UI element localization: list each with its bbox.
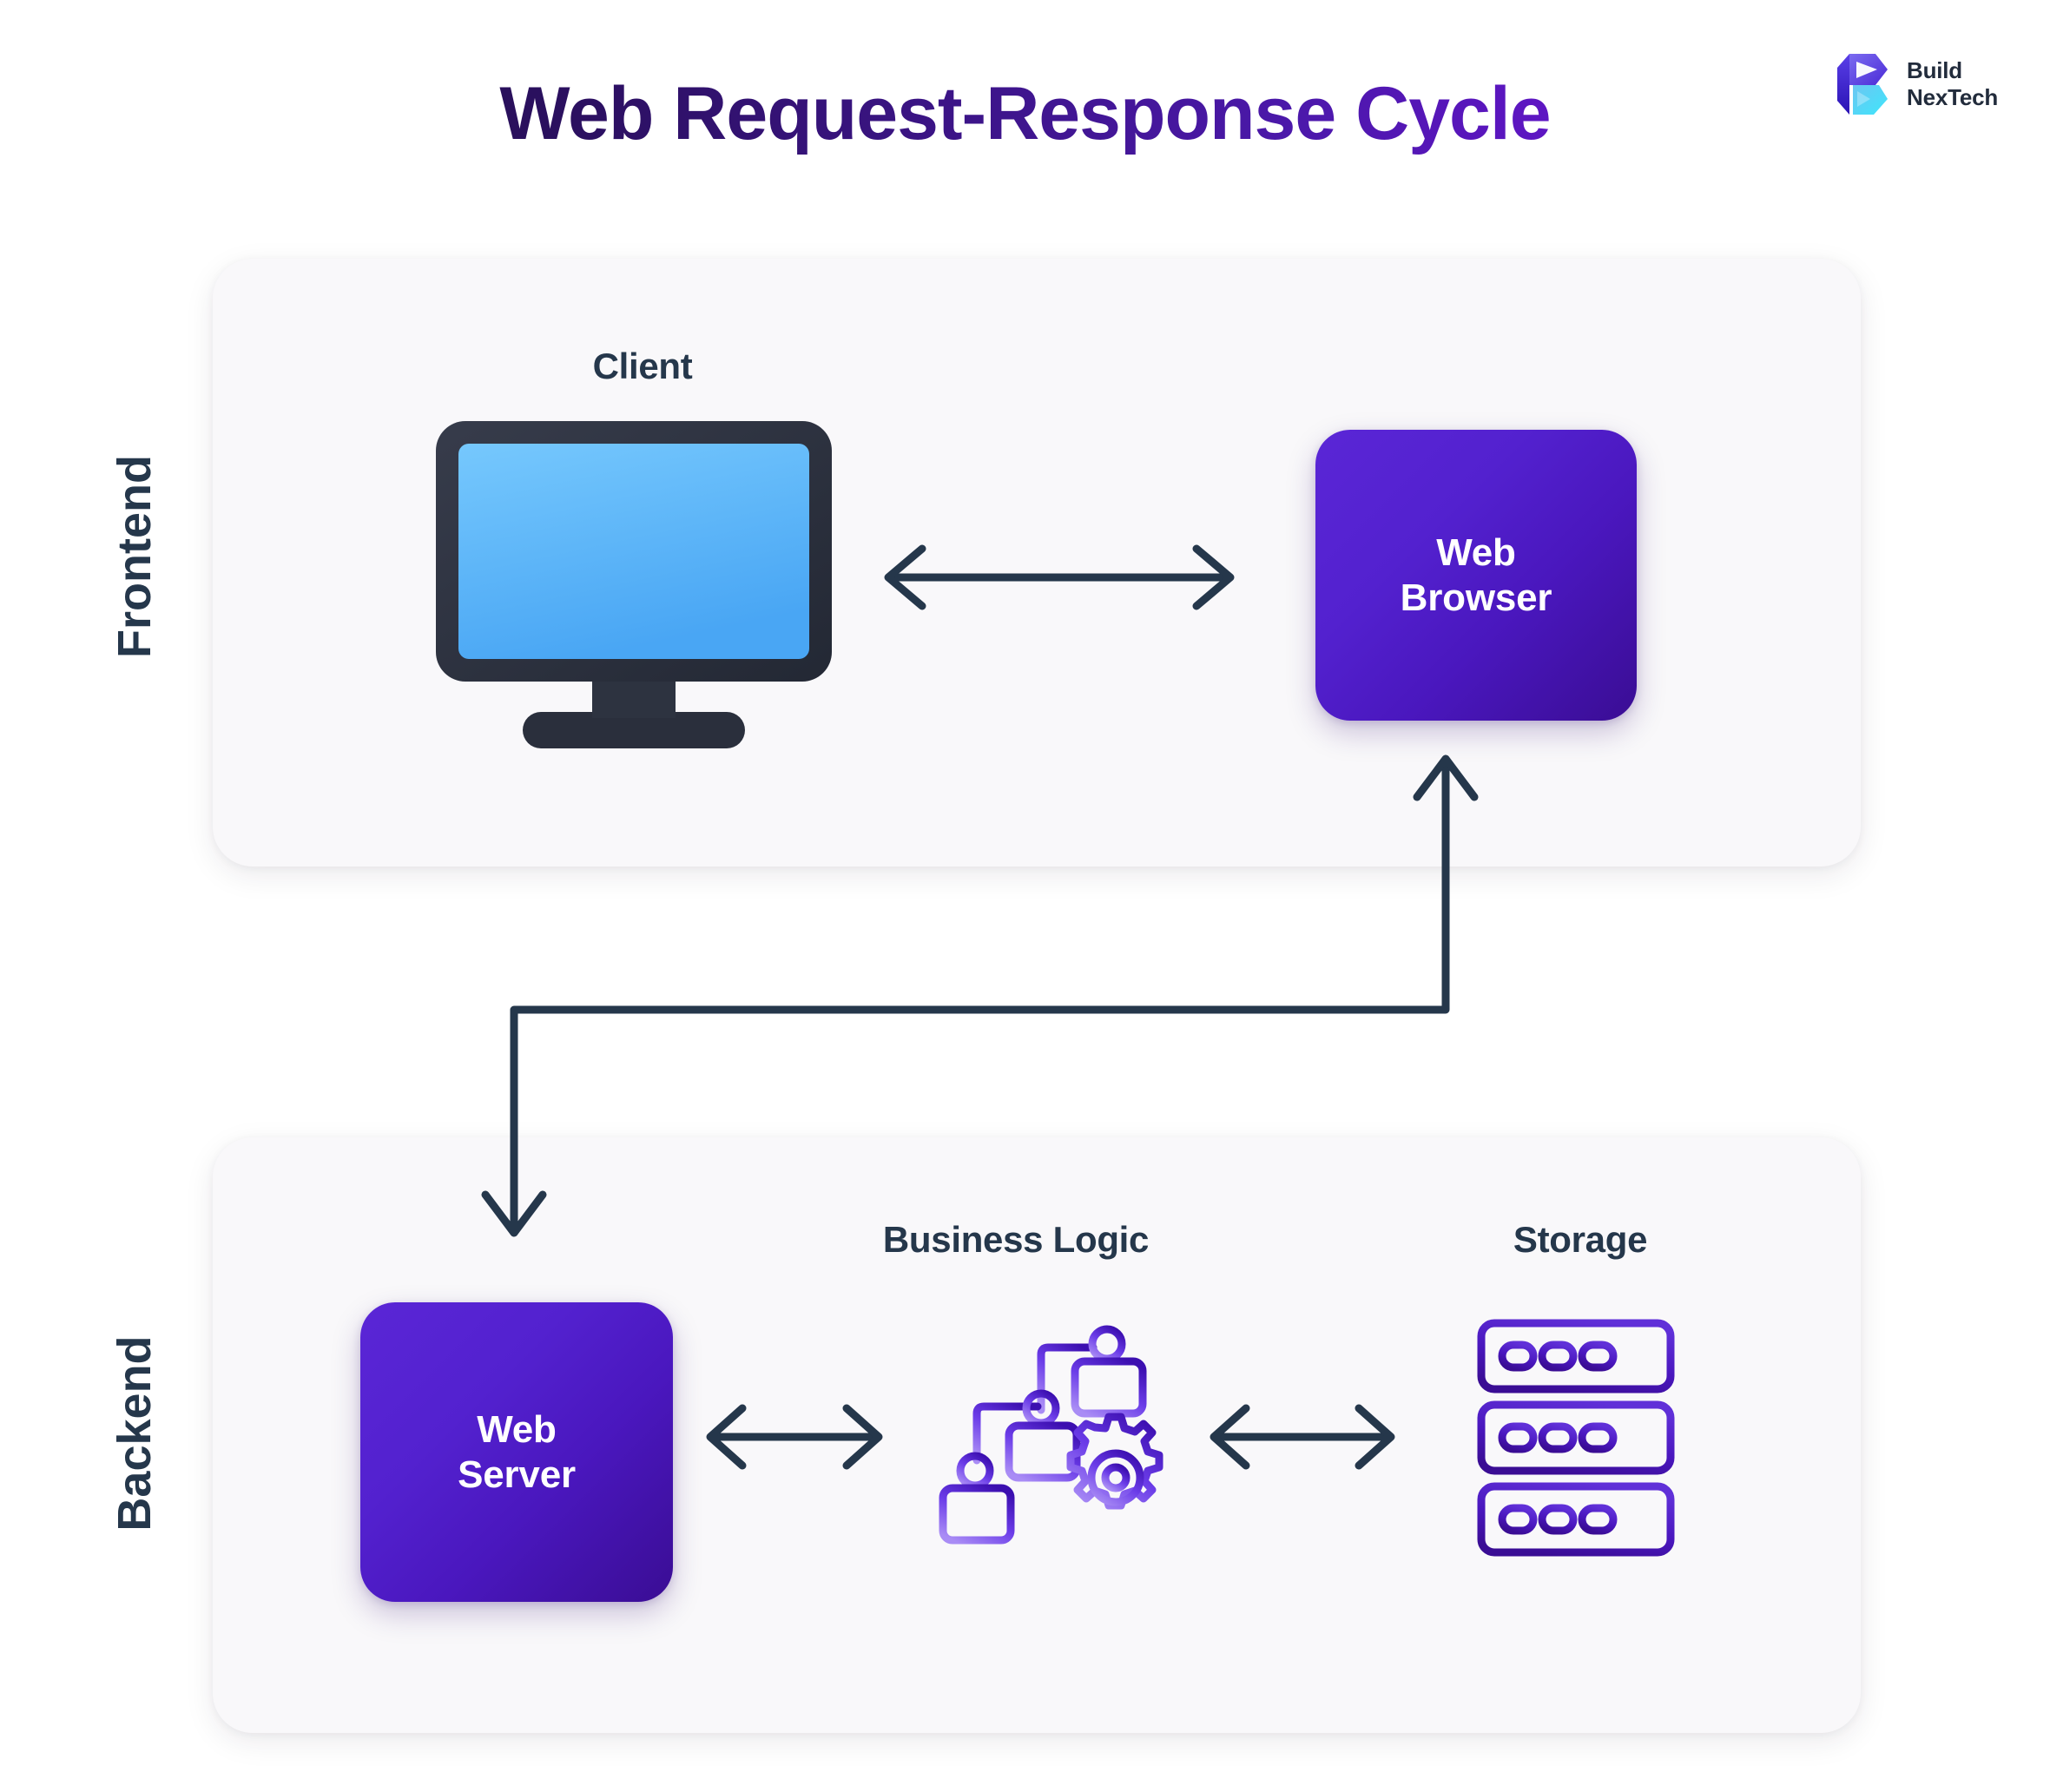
desktop-monitor-icon (436, 421, 832, 748)
node-caption-storage: Storage (1513, 1219, 1648, 1260)
section-label-frontend: Frontend (109, 455, 161, 658)
node-caption-client: Client (592, 346, 693, 386)
node-card-web-browser[interactable]: Web Browser (1315, 430, 1637, 721)
page-title: Web Request-Response Cycle (0, 71, 2050, 157)
node-card-web-browser-label: Web Browser (1400, 530, 1552, 619)
brand-name: Build NexTech (1907, 57, 1998, 110)
flowchart-gear-icon (939, 1325, 1163, 1545)
brand-name-line2: NexTech (1907, 84, 1999, 110)
buildnextech-b-hexagon-logo-icon (1837, 54, 1888, 115)
section-label-backend: Backend (109, 1335, 161, 1532)
server-rack-icon (1477, 1319, 1675, 1557)
node-card-web-server-label: Web Server (458, 1407, 576, 1496)
node-card-web-server[interactable]: Web Server (360, 1302, 673, 1602)
brand-name-line1: Build (1907, 57, 1962, 84)
brand-logo: Build NexTech (1830, 50, 1998, 118)
node-caption-business-logic: Business Logic (882, 1219, 1150, 1260)
